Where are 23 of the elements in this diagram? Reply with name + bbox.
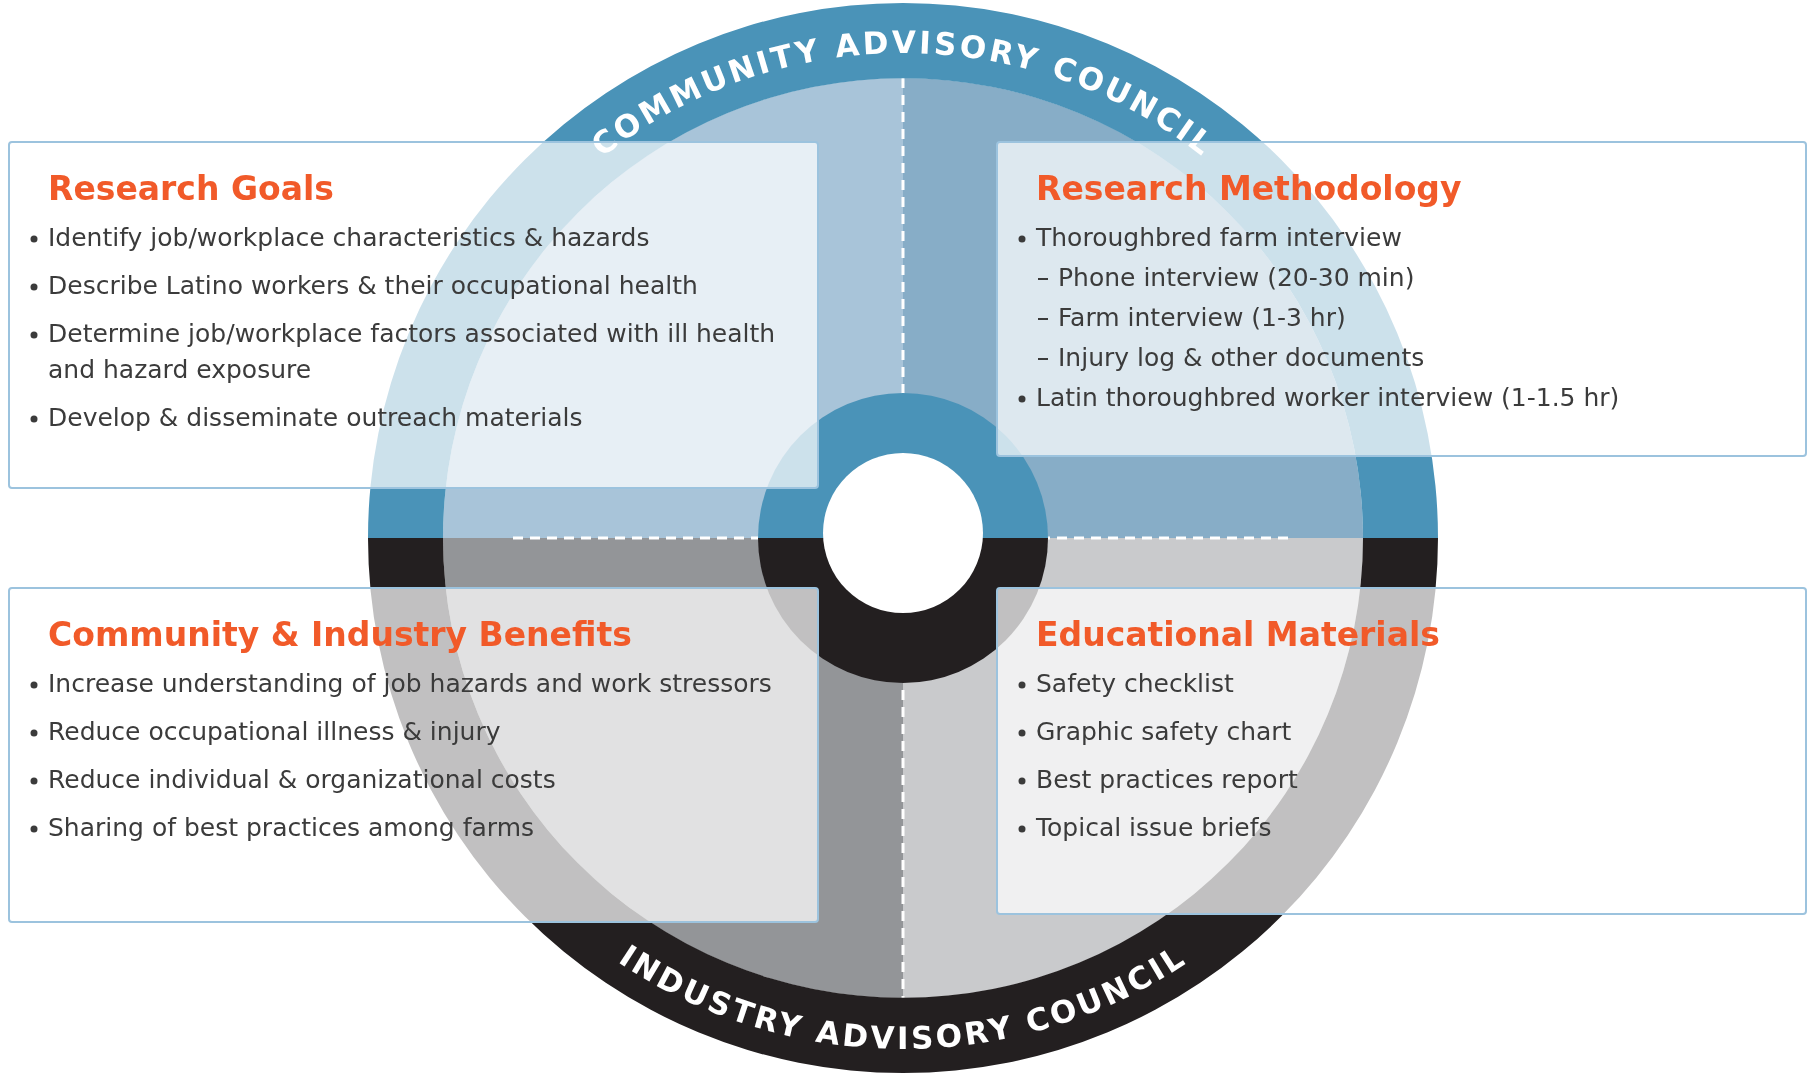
bullet-item: Increase understanding of job hazards and work stressors bbox=[48, 668, 773, 700]
bullet-item: Thoroughbred farm interview bbox=[1036, 222, 1403, 254]
box-heading: Research Goals bbox=[48, 169, 334, 208]
bullet-item: Phone interview (20-30 min) bbox=[1058, 262, 1416, 294]
info-box bbox=[996, 587, 1807, 915]
bullet-item: Latin thoroughbred worker interview (1-1.5 hr) bbox=[1036, 382, 1621, 414]
bullet-item: Determine job/workplace factors associated with ill health and hazard exposure bbox=[48, 318, 777, 386]
bullet-item: Identify job/workplace characteristics & hazards bbox=[48, 222, 651, 254]
bullet-item: Describe Latino workers & their occupational health bbox=[48, 270, 699, 302]
bullet-item: Reduce occupational illness & injury bbox=[48, 716, 502, 748]
box-heading: Community & Industry Benefits bbox=[48, 615, 632, 654]
box-heading: Research Methodology bbox=[1036, 169, 1462, 208]
bullet-item: Injury log & other documents bbox=[1058, 342, 1426, 374]
bullet-item: Graphic safety chart bbox=[1036, 716, 1293, 748]
bullet-item: Develop & disseminate outreach materials bbox=[48, 402, 584, 434]
bullet-item: Sharing of best practices among farms bbox=[48, 812, 535, 844]
bullet-item: Safety checklist bbox=[1036, 668, 1235, 700]
info-box bbox=[8, 587, 819, 923]
bullet-item: Farm interview (1-3 hr) bbox=[1058, 302, 1347, 334]
bullet-item: Best practices report bbox=[1036, 764, 1299, 796]
bullet-item: Reduce individual & organizational costs bbox=[48, 764, 557, 796]
box-heading: Educational Materials bbox=[1036, 615, 1440, 654]
bullet-item: Topical issue briefs bbox=[1036, 812, 1273, 844]
